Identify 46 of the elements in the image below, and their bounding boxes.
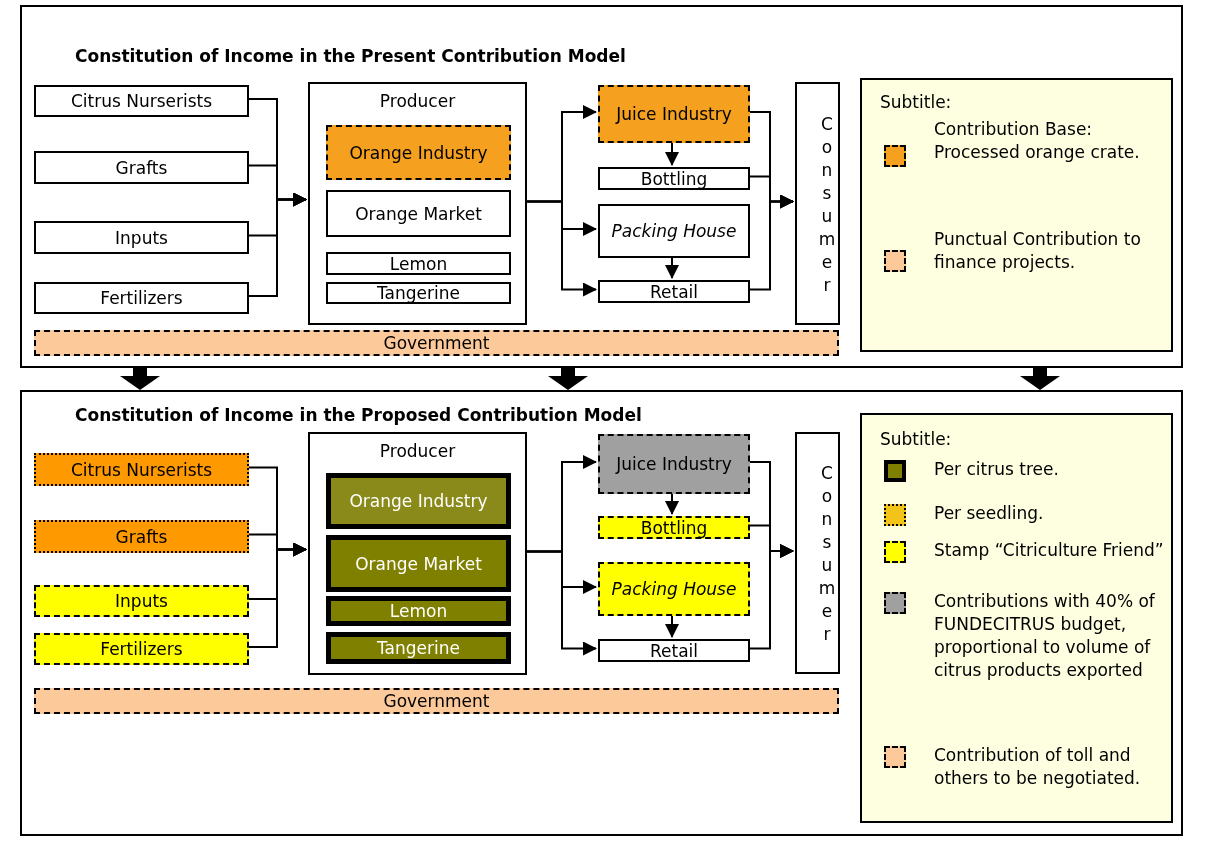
process-box: Tangerine (326, 282, 511, 304)
process-box: Bottling (598, 167, 750, 190)
process-box: Grafts (34, 151, 249, 184)
process-box: Citrus Nurserists (34, 85, 249, 117)
process-box: Consumer (795, 432, 840, 674)
block-arrow (548, 368, 588, 390)
process-box: Inputs (34, 585, 249, 617)
process-box: Bottling (598, 516, 750, 539)
legend-text: Punctual Contribution to finance projects. (934, 228, 1142, 274)
process-box: Orange Market (326, 190, 511, 237)
group-title: Producer (378, 440, 457, 462)
legend-text: Contribution of toll and others to be negotiated. (934, 744, 1142, 790)
band: Government (34, 688, 839, 714)
process-box: Tangerine (326, 632, 511, 664)
legend-text: Per citrus tree. (934, 458, 1060, 481)
process-box: Citrus Nurserists (34, 453, 249, 486)
legend-text: Contribution Base: Processed orange crate. (934, 118, 1141, 164)
legend-text: Per seedling. (934, 502, 1045, 525)
group-box (308, 82, 527, 325)
panel-title: Constitution of Income in the Present Contribution Model (75, 45, 626, 67)
group-box (308, 432, 527, 675)
panel-title: Constitution of Income in the Proposed Contribution Model (75, 404, 642, 426)
process-box: Lemon (326, 252, 511, 275)
process-box: Lemon (326, 596, 511, 626)
block-arrow (1020, 368, 1060, 390)
process-box: Fertilizers (34, 282, 249, 314)
process-box: Fertilizers (34, 633, 249, 665)
process-box: Retail (598, 639, 750, 662)
process-box: Packing House (598, 562, 750, 616)
process-box: Juice Industry (598, 434, 750, 494)
legend-heading: Subtitle: (880, 92, 952, 112)
legend-text: Contributions with 40% of FUNDECITRUS budget, proportional to volume of citrus products exported (934, 590, 1156, 682)
group-title: Producer (378, 90, 457, 112)
legend-text: Stamp “Citriculture Friend” (934, 539, 1165, 562)
process-box: Packing House (598, 204, 750, 258)
process-box: Consumer (795, 82, 840, 325)
band: Government (34, 330, 839, 356)
process-box: Inputs (34, 221, 249, 254)
block-arrow (120, 368, 160, 390)
process-box: Juice Industry (598, 85, 750, 143)
legend-heading: Subtitle: (880, 429, 952, 449)
process-box: Orange Industry (326, 125, 511, 180)
process-box: Orange Industry (326, 473, 511, 529)
process-box: Grafts (34, 520, 249, 553)
process-box: Retail (598, 280, 750, 303)
process-box: Orange Market (326, 535, 511, 592)
